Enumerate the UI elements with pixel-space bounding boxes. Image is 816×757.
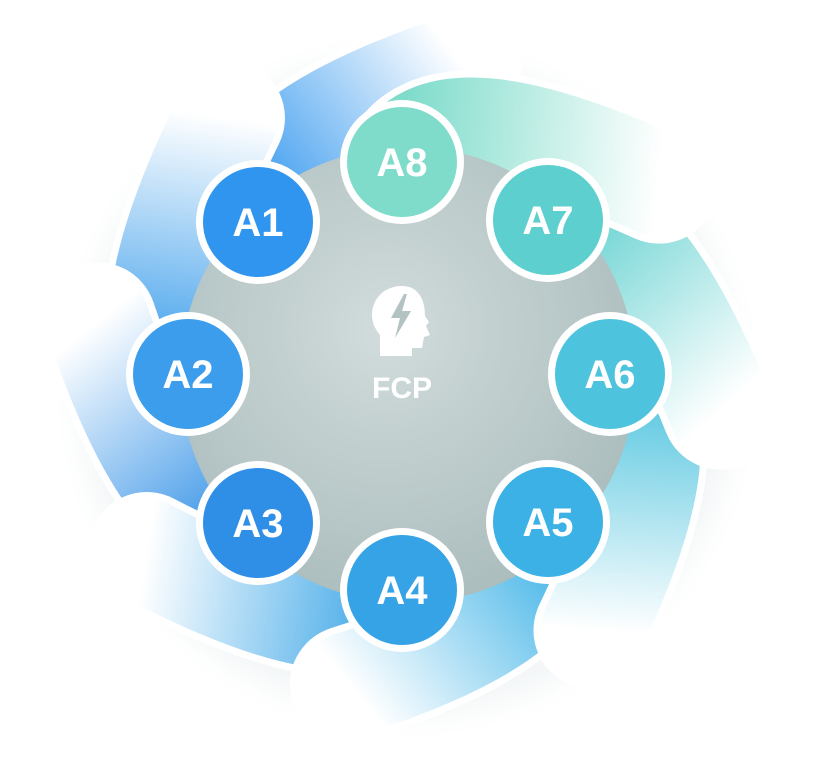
petal-head-a5	[493, 467, 603, 577]
petal-head-a6	[555, 319, 665, 429]
petal-head-a8	[347, 107, 457, 217]
petal-head-a1	[203, 167, 313, 277]
petal-label-a6: A6	[584, 353, 635, 397]
petal-label-a2: A2	[162, 353, 213, 397]
petal-label-a7: A7	[522, 199, 573, 243]
petal-head-a3	[203, 468, 313, 578]
petal-label-a1: A1	[232, 201, 283, 245]
petal-label-a5: A5	[522, 501, 573, 545]
petal-heads	[126, 100, 672, 652]
petal-label-a3: A3	[232, 502, 283, 546]
petal-label-a8: A8	[376, 141, 427, 185]
petal-head-a7	[493, 165, 603, 275]
center-label: FCP	[372, 372, 432, 405]
petal-head-a2	[133, 319, 243, 429]
petal-head-a4	[347, 535, 457, 645]
petal-label-a4: A4	[376, 569, 428, 613]
head-lightning-icon	[372, 286, 430, 356]
